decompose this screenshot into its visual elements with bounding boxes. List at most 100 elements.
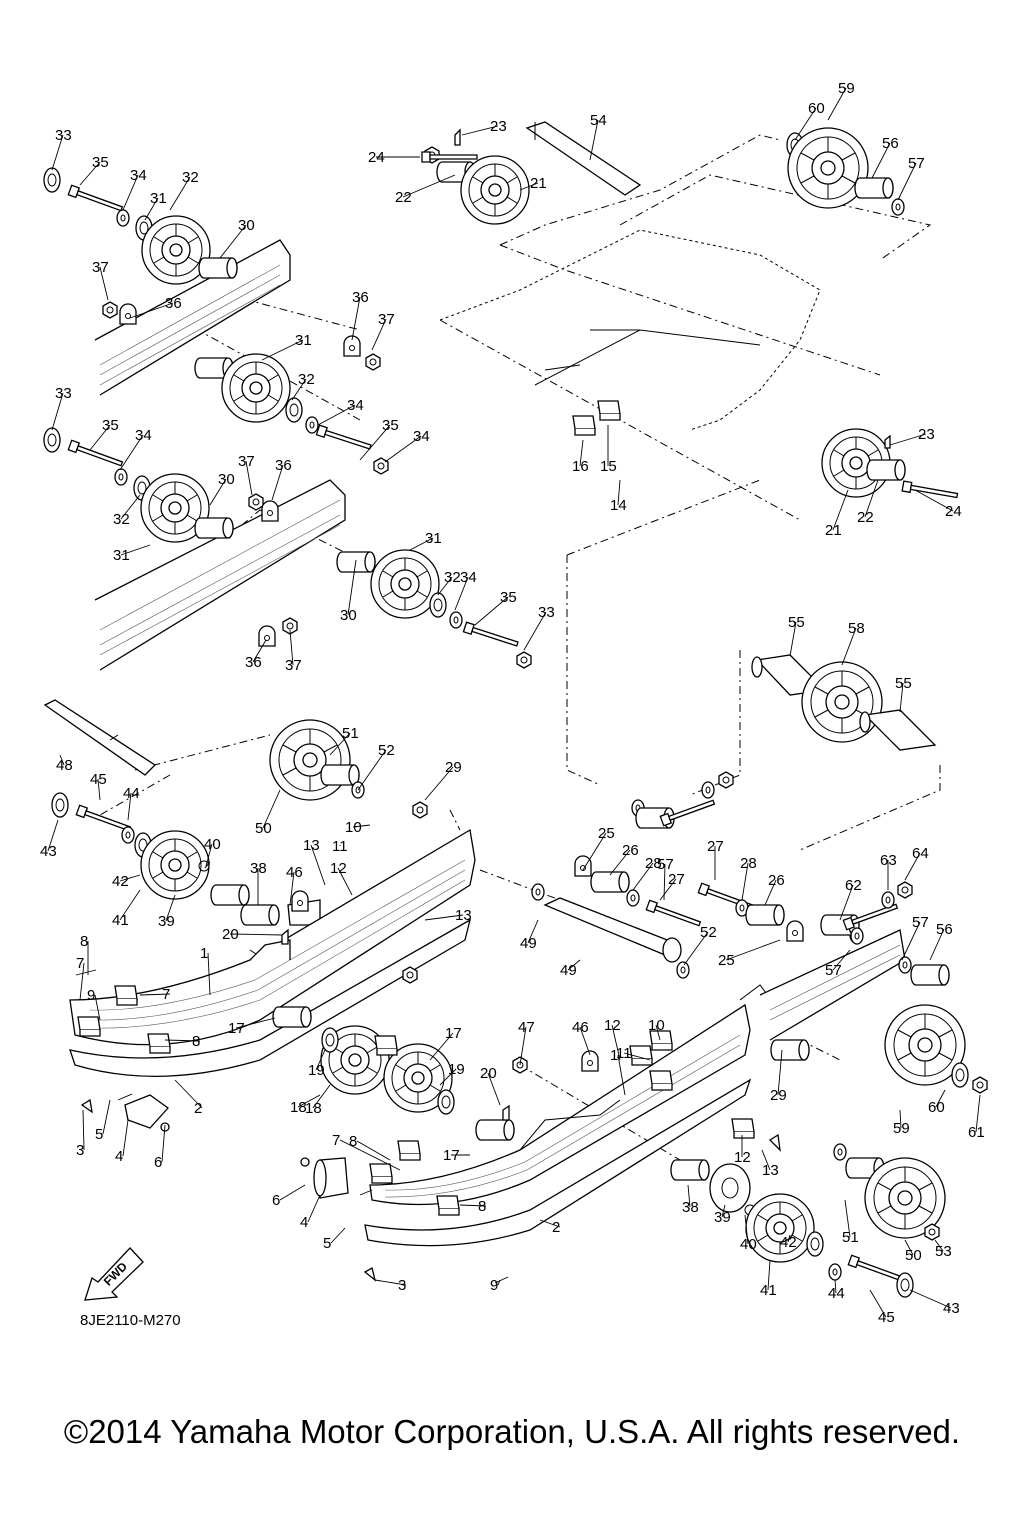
callout-leader: [315, 1049, 326, 1071]
callout-leader: [864, 479, 879, 518]
callout-leader: [929, 928, 945, 961]
callout-57: 57: [657, 856, 674, 873]
callout-8: 8: [478, 1198, 486, 1215]
callout-leader: [439, 1068, 457, 1086]
callout-50: 50: [255, 820, 272, 837]
callout-leader: [459, 1204, 487, 1207]
copyright-notice: ©2014 Yamaha Motor Corporation, U.S.A. A…: [63, 1413, 961, 1450]
callout-58: 58: [848, 620, 865, 637]
callout-25: 25: [598, 825, 615, 842]
callout-57: 57: [825, 962, 842, 979]
callout-2: 2: [194, 1100, 202, 1117]
callout-leader: [567, 959, 581, 971]
callout-leader: [245, 460, 253, 496]
callout-leader: [844, 1199, 851, 1238]
callout-leader: [207, 952, 211, 996]
callout-leader: [129, 302, 174, 319]
callout-leader: [519, 182, 539, 191]
callout-leader: [317, 404, 356, 426]
callout-leader: [767, 1259, 771, 1291]
callout-leader: [611, 1024, 621, 1061]
callout-leader: [384, 435, 422, 463]
callout-leader: [579, 439, 584, 467]
callout-5: 5: [95, 1126, 103, 1143]
callout-28: 28: [740, 855, 757, 872]
center-shaft: [531, 855, 804, 979]
track-belt: [439, 229, 821, 431]
callout-leader: [909, 1289, 952, 1309]
callout-leader: [219, 224, 247, 259]
callout-9: 9: [490, 1277, 498, 1294]
callout-leader: [659, 878, 677, 901]
callout-leader: [289, 871, 295, 906]
callout-40: 40: [204, 836, 221, 853]
callout-leader: [623, 1052, 651, 1061]
callout-59: 59: [893, 1120, 910, 1137]
callout-32: 32: [298, 371, 315, 388]
callout-57: 57: [908, 155, 925, 172]
callout-17: 17: [445, 1025, 462, 1042]
callout-leader: [935, 1089, 946, 1108]
callout-leader: [59, 754, 65, 766]
callout-leader: [161, 1124, 166, 1163]
callout-33: 33: [538, 604, 555, 621]
callout-leader: [897, 162, 917, 201]
callout-30: 30: [218, 471, 235, 488]
callout-10: 10: [648, 1017, 665, 1034]
callout-52: 52: [378, 742, 395, 759]
callout-51: 51: [842, 1229, 859, 1246]
callout-leader: [209, 478, 227, 506]
callout-31: 31: [150, 190, 167, 207]
callout-leader: [761, 1149, 771, 1171]
callout-leader: [229, 933, 283, 936]
callout-leader: [721, 1204, 726, 1218]
callout-leader: [174, 1079, 203, 1109]
callout-30: 30: [340, 607, 357, 624]
callout-12: 12: [330, 860, 347, 877]
callout-23: 23: [490, 118, 507, 135]
callout-45: 45: [878, 1309, 895, 1326]
callout-leader: [205, 843, 213, 867]
callout-13: 13: [303, 837, 320, 854]
callout-leader: [914, 489, 954, 512]
callout-56: 56: [936, 921, 953, 938]
callout-21: 21: [530, 175, 547, 192]
callout-leader: [834, 1279, 837, 1294]
callout-12: 12: [604, 1017, 621, 1034]
callout-46: 46: [572, 1019, 589, 1036]
callout-30: 30: [238, 217, 255, 234]
callout-leader: [261, 339, 304, 361]
fwd-arrow-icon: FWD: [84, 1247, 144, 1301]
callout-leader: [51, 392, 64, 431]
callout-leader: [474, 596, 509, 626]
callout-48: 48: [56, 757, 73, 774]
callout-39: 39: [158, 913, 175, 930]
callout-64: 64: [912, 845, 929, 862]
callout-leader: [901, 921, 921, 961]
callout-22: 22: [857, 509, 874, 526]
callout-leader: [794, 107, 817, 141]
callout-leader: [339, 1139, 401, 1171]
callout-15: 15: [600, 458, 617, 475]
callout-7: 7: [162, 986, 170, 1003]
callout-2: 2: [552, 1219, 560, 1236]
callout-49: 49: [520, 935, 537, 952]
callout-6: 6: [154, 1154, 162, 1171]
callout-42: 42: [112, 873, 129, 890]
callout-leader: [609, 849, 631, 876]
callout-16: 16: [572, 458, 589, 475]
callout-37: 37: [92, 259, 109, 276]
callout-6: 6: [272, 1192, 280, 1209]
callout-59: 59: [838, 80, 855, 97]
callout-60: 60: [808, 100, 825, 117]
callout-34: 34: [413, 428, 430, 445]
callout-13: 13: [762, 1162, 779, 1179]
callout-leader: [899, 1109, 902, 1129]
callout-39: 39: [714, 1209, 731, 1226]
callout-34: 34: [460, 569, 477, 586]
callout-25: 25: [718, 952, 735, 969]
callout-56: 56: [882, 135, 899, 152]
callout-leader: [359, 424, 391, 461]
callout-46: 46: [286, 864, 303, 881]
callout-leader: [519, 1026, 527, 1066]
